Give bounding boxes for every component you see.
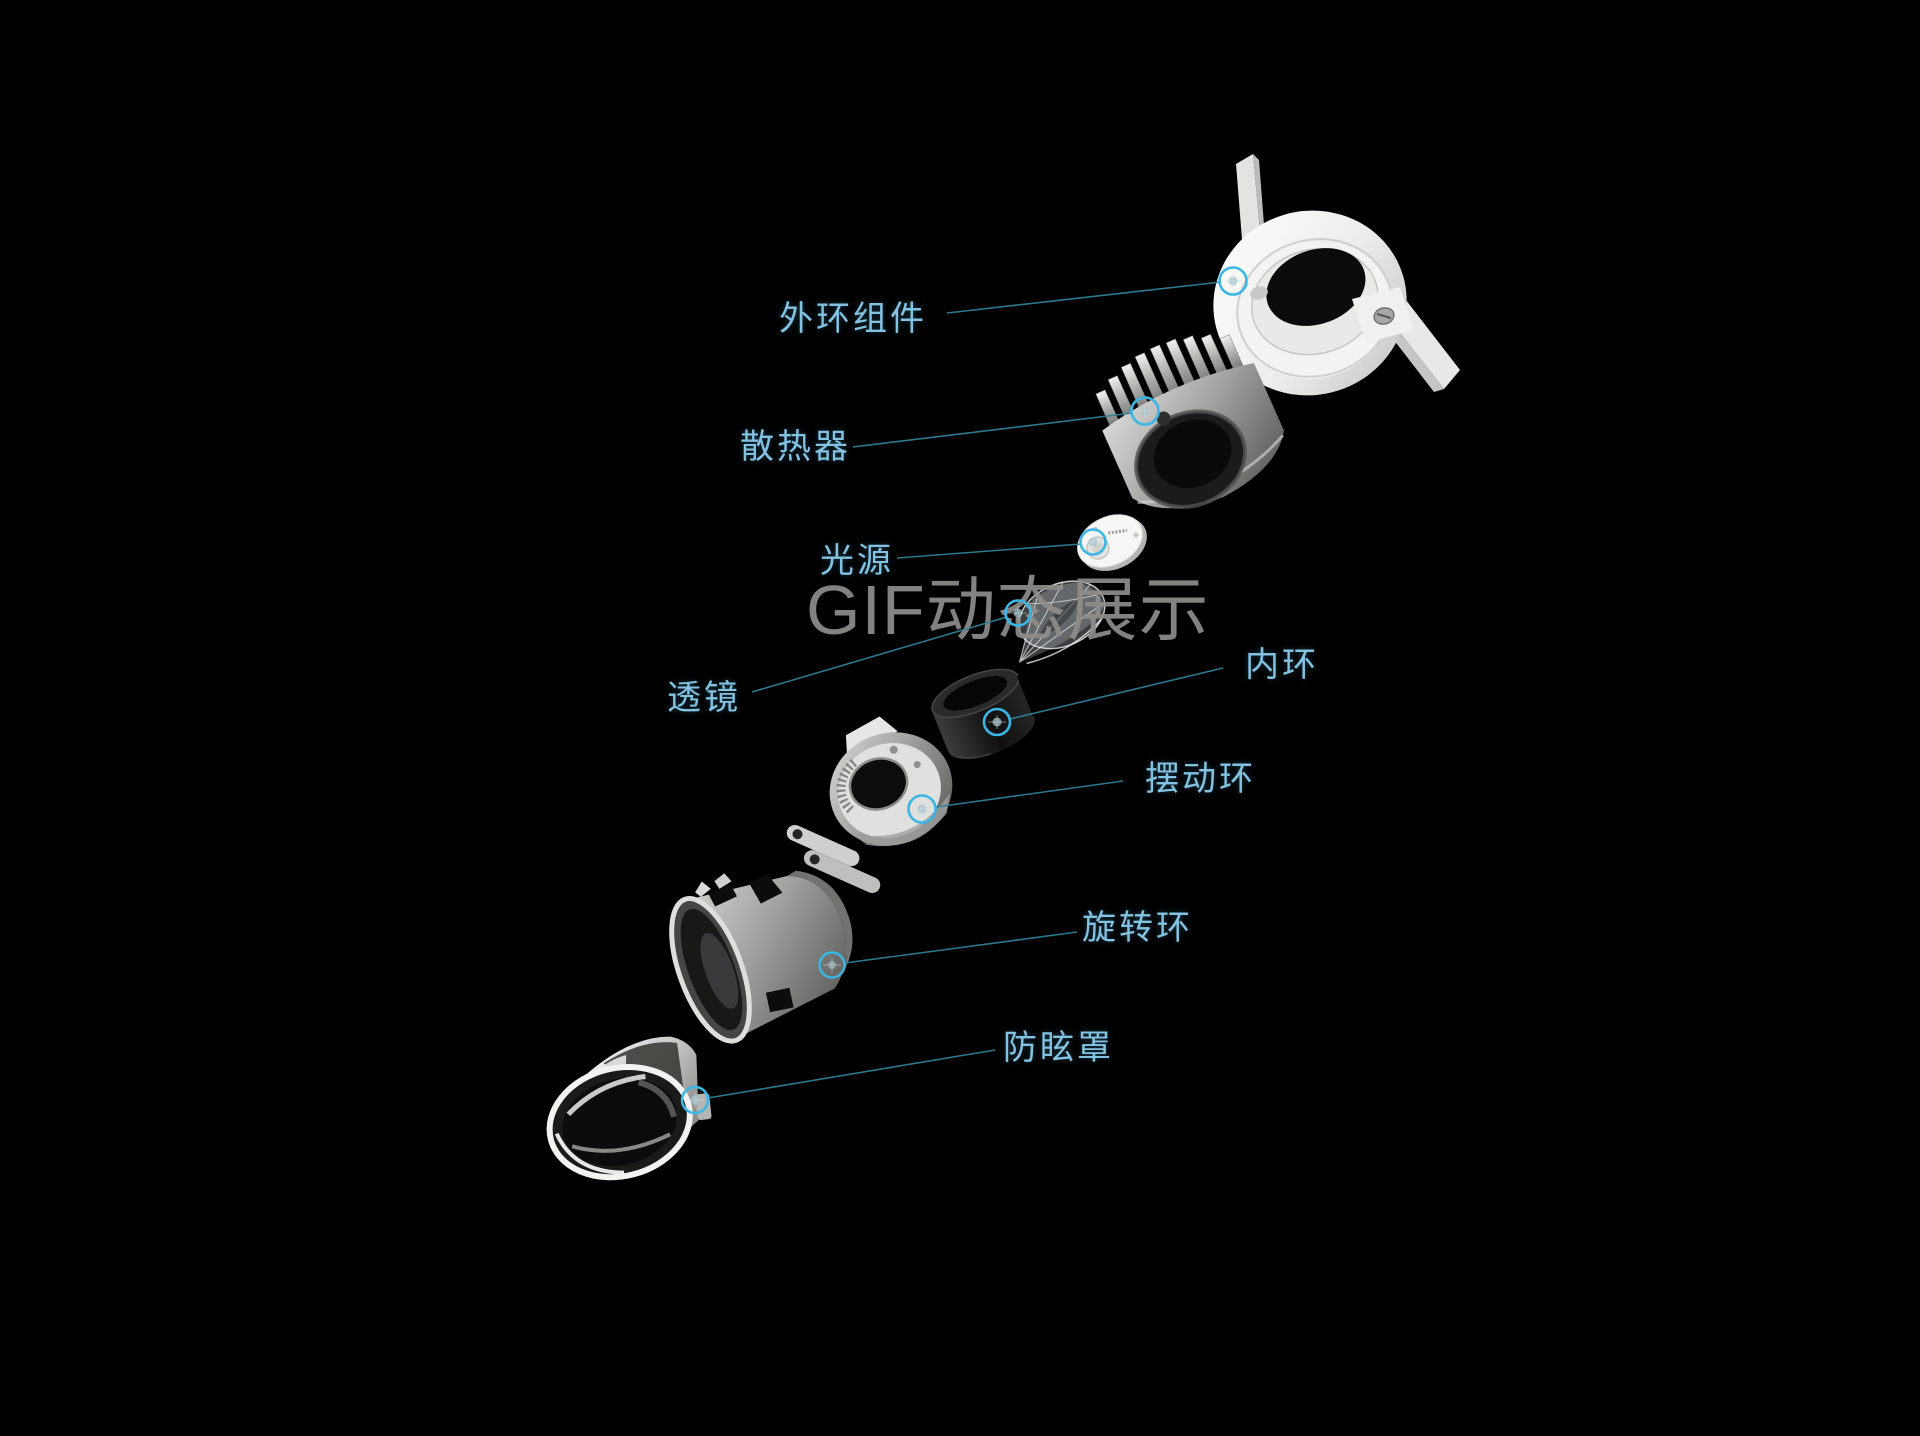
swing-ring-part xyxy=(786,716,953,894)
leader-line-swing-ring xyxy=(935,780,1124,808)
leader-line-rotating-ring xyxy=(844,931,1078,964)
hotspot-swing-ring[interactable] xyxy=(907,794,937,824)
leader-line-inner-ring xyxy=(1009,667,1224,720)
hotspot-anti-glare[interactable] xyxy=(680,1085,710,1115)
crosshair-lines xyxy=(1084,535,1102,549)
crosshair-target-icon xyxy=(828,961,836,969)
leader-line-anti-glare xyxy=(707,1049,996,1099)
heatsink-part xyxy=(1095,333,1285,509)
hotspot-heatsink[interactable] xyxy=(1130,396,1160,426)
anti-glare-part xyxy=(546,1036,712,1181)
crosshair-lines xyxy=(1136,404,1154,418)
hotspot-inner-ring[interactable] xyxy=(982,707,1012,737)
crosshair-lines xyxy=(913,802,931,816)
crosshair-lines xyxy=(823,958,841,972)
leader-line-heatsink xyxy=(852,412,1133,448)
watermark: GIF动态展示 xyxy=(806,571,1210,649)
crosshair-lines xyxy=(686,1093,704,1107)
leader-line-light-source xyxy=(896,543,1082,559)
leader-line-outer-ring xyxy=(946,281,1222,314)
hotspot-lens[interactable] xyxy=(1004,599,1032,627)
rotating-ring-part xyxy=(669,870,853,1044)
hotspot-light-source[interactable] xyxy=(1079,528,1107,556)
hotspot-rotating-ring[interactable] xyxy=(818,951,846,979)
leader-lines xyxy=(707,281,1224,1099)
lens-part xyxy=(1018,580,1106,665)
crosshair-lines xyxy=(988,715,1006,729)
crosshair-lines xyxy=(1009,606,1027,620)
crosshair-lines xyxy=(1224,274,1242,288)
hotspot-outer-ring[interactable] xyxy=(1218,266,1248,296)
leader-line-lens xyxy=(751,616,1008,693)
outer-ring-part xyxy=(1213,154,1460,396)
